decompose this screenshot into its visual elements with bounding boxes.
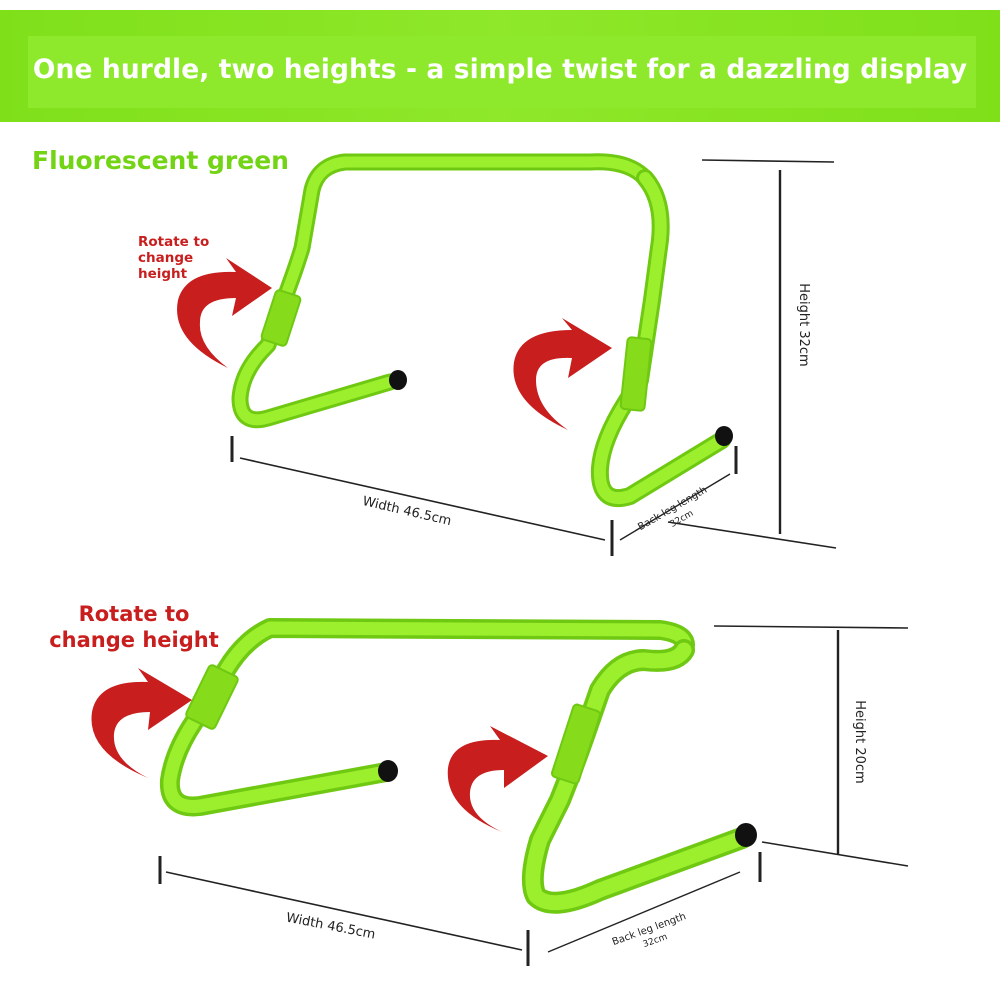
header-banner-panel [28,36,976,108]
rotate-arrow-icon [513,318,612,430]
rotate-hint-bottom: Rotate to change height [49,602,219,652]
header-banner [0,10,1000,122]
color-label: Fluorescent green [32,146,289,175]
joint-sleeve [619,336,653,412]
short-hurdle [159,618,757,914]
rotate-arrow-icon [91,668,192,778]
short-height-label: Height 20cm [852,700,867,783]
joint-sleeve [550,703,602,785]
joint-sleeve [185,664,239,730]
tall-height-label: Height 32cm [796,283,811,366]
tall-width-label: Width 46.5cm [361,494,453,529]
end-cap [378,760,398,782]
end-cap [389,370,407,390]
end-cap [735,823,757,847]
tall-hurdle [231,153,733,507]
rotate-arrow-icon [447,726,548,832]
joint-sleeve [260,289,302,347]
end-cap [715,426,733,446]
rotate-hint-top: Rotate to change height [138,234,210,282]
tall-dimension-lines [230,159,837,556]
short-dimension-lines [158,625,909,966]
rotate-arrow-icon [177,258,272,368]
banner-title: One hurdle, two heights - a simple twist… [32,54,968,85]
